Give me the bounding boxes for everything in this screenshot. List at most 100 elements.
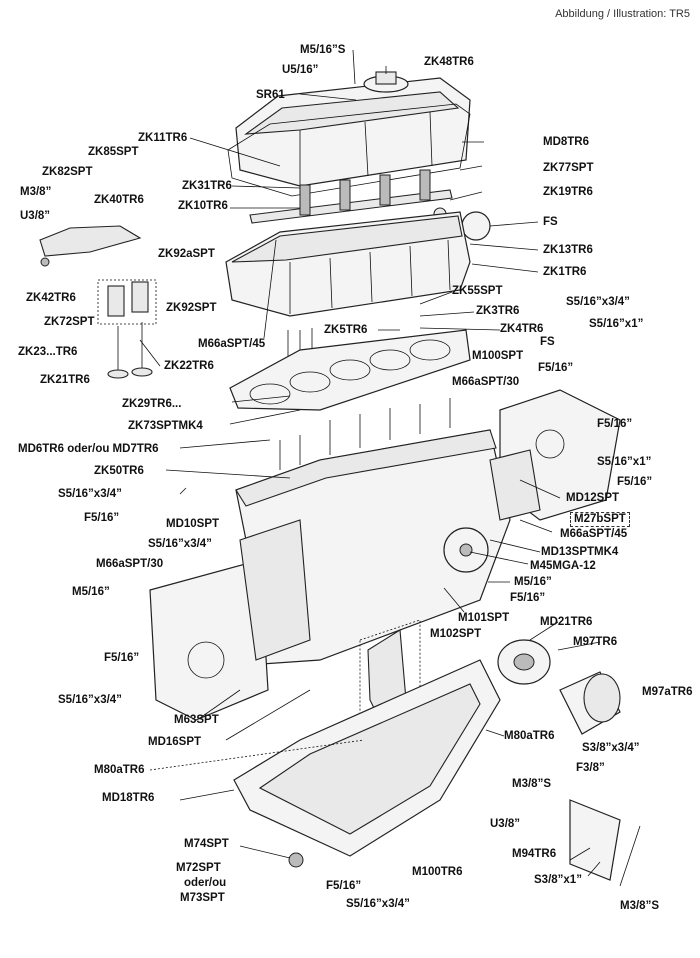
left-rocker-arms [39, 225, 142, 267]
label-zk73: ZK73SPTMK4 [128, 420, 203, 432]
label-sr61: SR61 [256, 89, 285, 101]
label-md18: MD18TR6 [102, 792, 155, 804]
label-s38-1: S3/8”x1” [534, 874, 582, 886]
label-m66a30b: M66aSPT/30 [96, 558, 164, 570]
label-zk22: ZK22TR6 [164, 360, 214, 372]
label-zk92: ZK92SPT [166, 302, 217, 314]
label-zk82: ZK82SPT [42, 166, 93, 178]
label-m80a2: M80aTR6 [94, 764, 145, 776]
label-m63: M63SPT [174, 714, 219, 726]
label-zk10: ZK10TR6 [178, 200, 228, 212]
label-zk72: ZK72SPT [44, 316, 95, 328]
label-s516-1b: S5/16”x1” [597, 456, 652, 468]
label-fs1: FS [543, 216, 558, 228]
label-f516g: F5/16” [326, 880, 362, 892]
label-md13: MD13SPTMK4 [541, 546, 619, 558]
label-md6: MD6TR6 oder/ou MD7TR6 [18, 443, 159, 455]
label-zk4: ZK4TR6 [500, 323, 544, 335]
label-m66a45a: M66aSPT/45 [198, 338, 266, 350]
head-gasket [229, 329, 471, 411]
label-zk5: ZK5TR6 [324, 324, 368, 336]
label-m516s-top: M5/16”S [300, 44, 346, 56]
label-fs2: FS [540, 336, 555, 348]
label-zk85: ZK85SPT [88, 146, 139, 158]
label-m94: M94TR6 [512, 848, 557, 860]
label-m101: M101SPT [458, 612, 510, 624]
label-s516-34e: S5/16”x3/4” [346, 898, 410, 910]
label-f516c: F5/16” [617, 476, 653, 488]
label-s516-34a: S5/16”x3/4” [566, 296, 630, 308]
label-zk31: ZK31TR6 [182, 180, 232, 192]
label-zk50: ZK50TR6 [94, 465, 144, 477]
label-m97a: M97aTR6 [642, 686, 693, 698]
rocker-shaft-assembly [249, 169, 453, 224]
page-header: Abbildung / Illustration: TR5 [555, 8, 690, 20]
label-md21: MD21TR6 [540, 616, 593, 628]
label-f516e: F5/16” [510, 592, 546, 604]
label-m73: M73SPT [180, 892, 225, 904]
label-m45mga: M45MGA-12 [530, 560, 596, 572]
label-m38s2: M3/8”S [620, 900, 659, 912]
label-m516b: M5/16” [514, 576, 552, 588]
label-zk13: ZK13TR6 [543, 244, 593, 256]
label-md10: MD10SPT [166, 518, 220, 530]
oil-filter-canister [559, 671, 621, 735]
label-md12: MD12SPT [566, 492, 620, 504]
label-m74: M74SPT [184, 838, 229, 850]
label-zk1: ZK1TR6 [543, 266, 587, 278]
label-m66a30a: M66aSPT/30 [452, 376, 520, 388]
label-zk11: ZK11TR6 [138, 132, 188, 144]
label-m27b: M27bSPT [570, 512, 630, 527]
oil-filter-housing [497, 639, 551, 685]
label-zk23: ZK23...TR6 [18, 346, 78, 358]
label-oder: oder/ou [184, 877, 227, 889]
label-s516-34c: S5/16”x3/4” [148, 538, 212, 550]
label-zk42: ZK42TR6 [26, 292, 76, 304]
label-u38b: U3/8” [490, 818, 521, 830]
leader-lines [139, 49, 641, 887]
label-zk29: ZK29TR6... [122, 398, 182, 410]
label-m516c: M5/16” [72, 586, 110, 598]
rocker-cover-gasket [227, 103, 471, 197]
label-m102: M102SPT [430, 628, 482, 640]
oil-filler-cap [363, 71, 409, 93]
rocker-cover [235, 77, 471, 187]
oil-sump [233, 659, 501, 857]
label-zk55: ZK55SPT [452, 285, 503, 297]
valves [107, 322, 153, 379]
label-md16: MD16SPT [148, 736, 202, 748]
label-s516-1a: S5/16”x1” [589, 318, 644, 330]
label-f516b: F5/16” [597, 418, 633, 430]
label-zk3: ZK3TR6 [476, 305, 520, 317]
sump-plug [288, 852, 304, 868]
valve-springs [97, 279, 157, 325]
water-pump-pulley [443, 527, 489, 573]
label-m80a1: M80aTR6 [504, 730, 555, 742]
label-zk77: ZK77SPT [543, 162, 594, 174]
label-s38-34: S3/8”x3/4” [582, 742, 640, 754]
rear-adapter-plate [239, 519, 311, 661]
label-s516-34b: S5/16”x3/4” [58, 488, 122, 500]
label-f516a: F5/16” [538, 362, 574, 374]
label-m38s1: M3/8”S [512, 778, 551, 790]
engine-mount-bracket [569, 799, 621, 881]
label-zk92a: ZK92aSPT [158, 248, 215, 260]
label-m97: M97TR6 [573, 636, 618, 648]
label-u38: U3/8” [20, 210, 51, 222]
label-md8: MD8TR6 [543, 136, 590, 148]
label-m100: M100SPT [472, 350, 524, 362]
label-m72: M72SPT [176, 862, 221, 874]
label-m38: M3/8” [20, 186, 52, 198]
label-zk40: ZK40TR6 [94, 194, 144, 206]
label-m66a45b: M66aSPT/45 [560, 528, 628, 540]
label-u516: U5/16” [282, 64, 319, 76]
rear-engine-plate [149, 559, 269, 721]
label-m100tr6: M100TR6 [412, 866, 463, 878]
label-f516f: F5/16” [104, 652, 140, 664]
label-s516-34d: S5/16”x3/4” [58, 694, 122, 706]
label-zk19: ZK19TR6 [543, 186, 593, 198]
label-f38: F3/8” [576, 762, 605, 774]
timing-cover [489, 449, 541, 521]
label-f516d: F5/16” [84, 512, 120, 524]
